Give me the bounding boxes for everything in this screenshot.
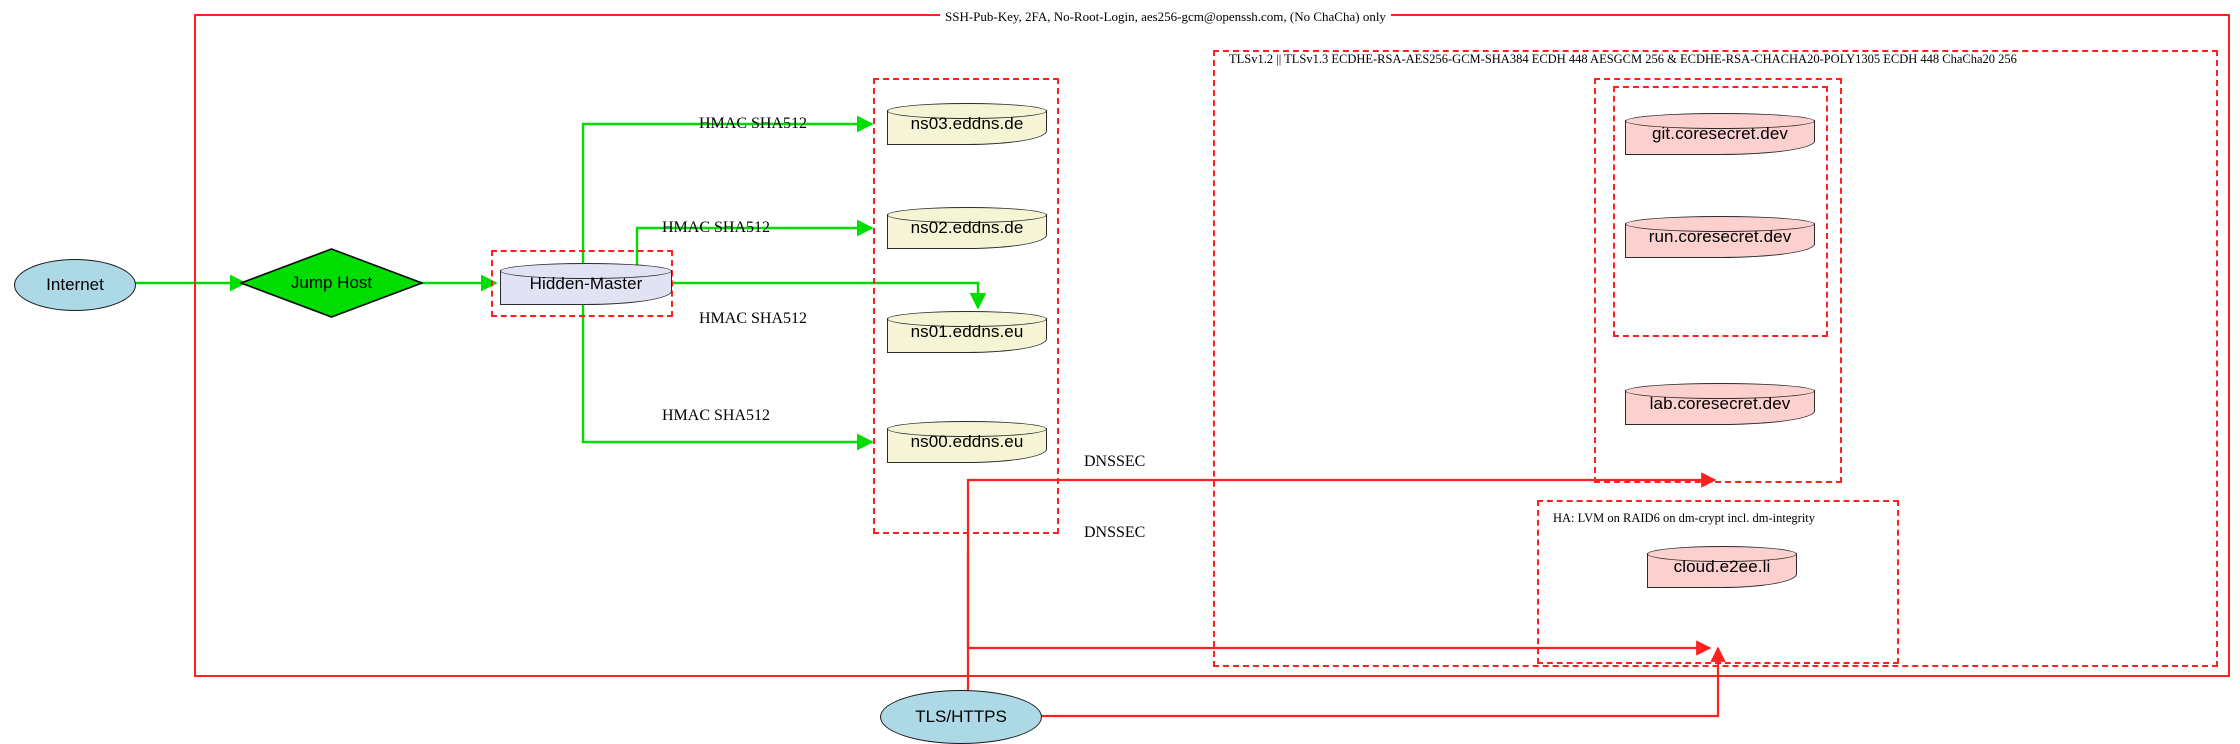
node-ns00[interactable]: ns00.eddns.eu — [887, 421, 1047, 463]
tls-edges — [966, 472, 1726, 718]
edge-label-hmac-ns02: HMAC SHA512 — [662, 219, 771, 236]
node-git-coresecret[interactable]: git.coresecret.dev — [1625, 113, 1815, 155]
cylinder-top — [887, 311, 1047, 327]
node-ns02-label: ns02.eddns.de — [910, 218, 1024, 237]
cylinder-top — [1625, 113, 1815, 129]
node-ns02[interactable]: ns02.eddns.de — [887, 207, 1047, 249]
edge-label-hmac-ns01: HMAC SHA512 — [699, 310, 808, 327]
node-ns03-label: ns03.eddns.de — [910, 114, 1024, 133]
cluster-ha-boundary — [1537, 500, 1899, 664]
node-internet-label: Internet — [46, 275, 104, 294]
node-run-coresecret[interactable]: run.coresecret.dev — [1625, 216, 1815, 258]
dns-edges — [133, 115, 987, 451]
node-run-coresecret-label: run.coresecret.dev — [1648, 227, 1792, 246]
node-internet[interactable]: Internet — [14, 259, 136, 311]
cluster-hidden-master-boundary — [491, 250, 673, 317]
node-tls-https-label: TLS/HTTPS — [915, 707, 1007, 726]
edge-label-hmac-ns00: HMAC SHA512 — [662, 407, 771, 424]
node-ns01-label: ns01.eddns.eu — [910, 322, 1024, 341]
node-jump-host[interactable]: Jump Host — [240, 248, 423, 318]
node-tls-https[interactable]: TLS/HTTPS — [880, 690, 1042, 744]
node-ns01[interactable]: ns01.eddns.eu — [887, 311, 1047, 353]
cluster-coresecret-inner — [1613, 86, 1828, 337]
cylinder-top — [1647, 546, 1797, 562]
node-hidden-master-label: Hidden-Master — [529, 274, 643, 293]
edge-label-dnssec-upper: DNSSEC — [1084, 453, 1146, 470]
cylinder-top — [887, 421, 1047, 437]
cylinder-top — [887, 103, 1047, 119]
cylinder-top — [1625, 216, 1815, 232]
node-hidden-master[interactable]: Hidden-Master — [500, 263, 672, 305]
cluster-coresecret-outer — [1594, 78, 1842, 483]
cluster-tls-boundary — [1213, 50, 2218, 667]
cluster-tls-label: TLSv1.2 || TLSv1.3 ECDHE-RSA-AES256-GCM-… — [1224, 52, 2022, 67]
edge-label-dnssec-lower: DNSSEC — [1084, 524, 1146, 541]
cluster-ha-label: HA: LVM on RAID6 on dm-crypt incl. dm-in… — [1548, 511, 1821, 526]
node-lab-coresecret-label: lab.coresecret.dev — [1649, 394, 1791, 413]
node-lab-coresecret[interactable]: lab.coresecret.dev — [1625, 383, 1815, 425]
cluster-ssh-label: SSH-Pub-Key, 2FA, No-Root-Login, aes256-… — [940, 9, 1391, 25]
cluster-dns-boundary — [873, 78, 1059, 534]
node-cloud-e2ee-label: cloud.e2ee.li — [1673, 557, 1771, 576]
node-ns03[interactable]: ns03.eddns.de — [887, 103, 1047, 145]
cylinder-top — [1625, 383, 1815, 399]
node-ns00-label: ns00.eddns.eu — [910, 432, 1024, 451]
edge-label-hmac-ns03: HMAC SHA512 — [699, 115, 808, 132]
node-cloud-e2ee[interactable]: cloud.e2ee.li — [1647, 546, 1797, 588]
cylinder-top — [887, 207, 1047, 223]
node-git-coresecret-label: git.coresecret.dev — [1652, 124, 1788, 143]
cylinder-top — [500, 263, 672, 279]
